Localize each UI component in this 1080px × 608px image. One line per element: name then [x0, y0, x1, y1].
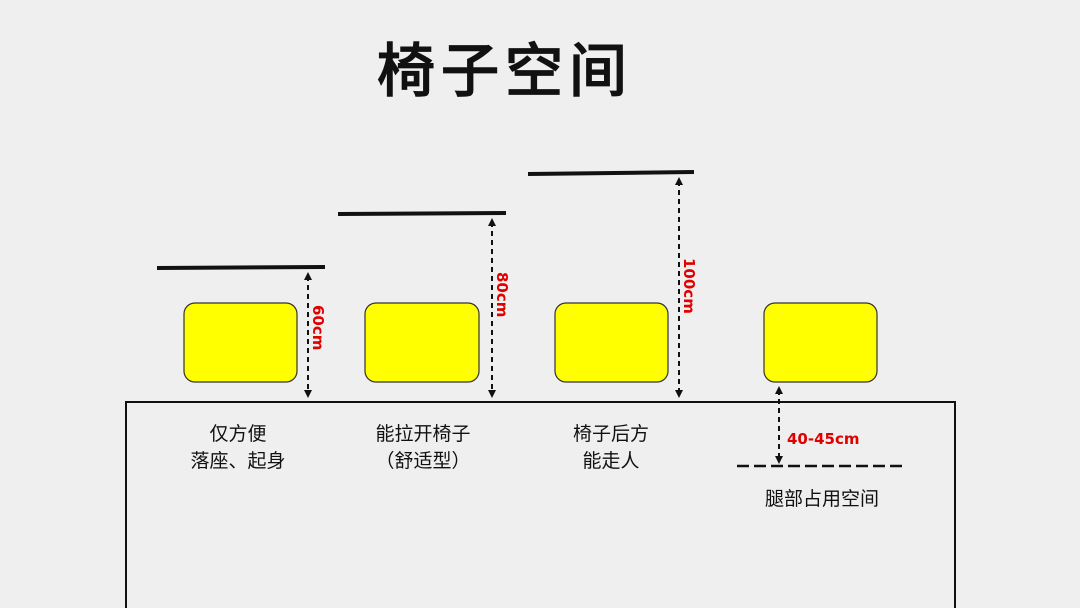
chair-seat-1: [183, 302, 298, 383]
measurement-label-60: 60cm: [309, 305, 327, 350]
wall-line-80: [337, 211, 507, 216]
caption-100-line-2: 能走人: [582, 450, 640, 472]
chair-seat-4: [763, 302, 878, 383]
page-title: 椅子空间: [376, 37, 633, 105]
caption-leg-space-line-1: 腿部占用空间: [764, 488, 879, 510]
measurement-label-40-45: 40-45cm: [787, 430, 860, 448]
measurement-label-100: 100cm: [680, 258, 698, 314]
wall-line-60: [156, 265, 326, 270]
caption-60-line-1: 仅方便: [209, 423, 267, 445]
wall-line-100: [527, 170, 695, 176]
caption-leg-space: 腿部占用空间: [742, 486, 902, 513]
caption-100: 椅子后方 能走人: [541, 421, 681, 475]
table-outline: [125, 401, 956, 608]
caption-80-line-1: 能拉开椅子: [375, 423, 471, 445]
chair-seat-3: [554, 302, 669, 383]
measurement-label-80: 80cm: [493, 272, 511, 317]
chair-seat-2: [364, 302, 480, 383]
caption-60: 仅方便 落座、起身: [168, 421, 308, 475]
caption-100-line-1: 椅子后方: [572, 423, 649, 445]
caption-80-line-2: （舒适型）: [375, 450, 471, 472]
caption-80: 能拉开椅子 （舒适型）: [348, 421, 498, 475]
caption-60-line-2: 落座、起身: [190, 450, 286, 472]
